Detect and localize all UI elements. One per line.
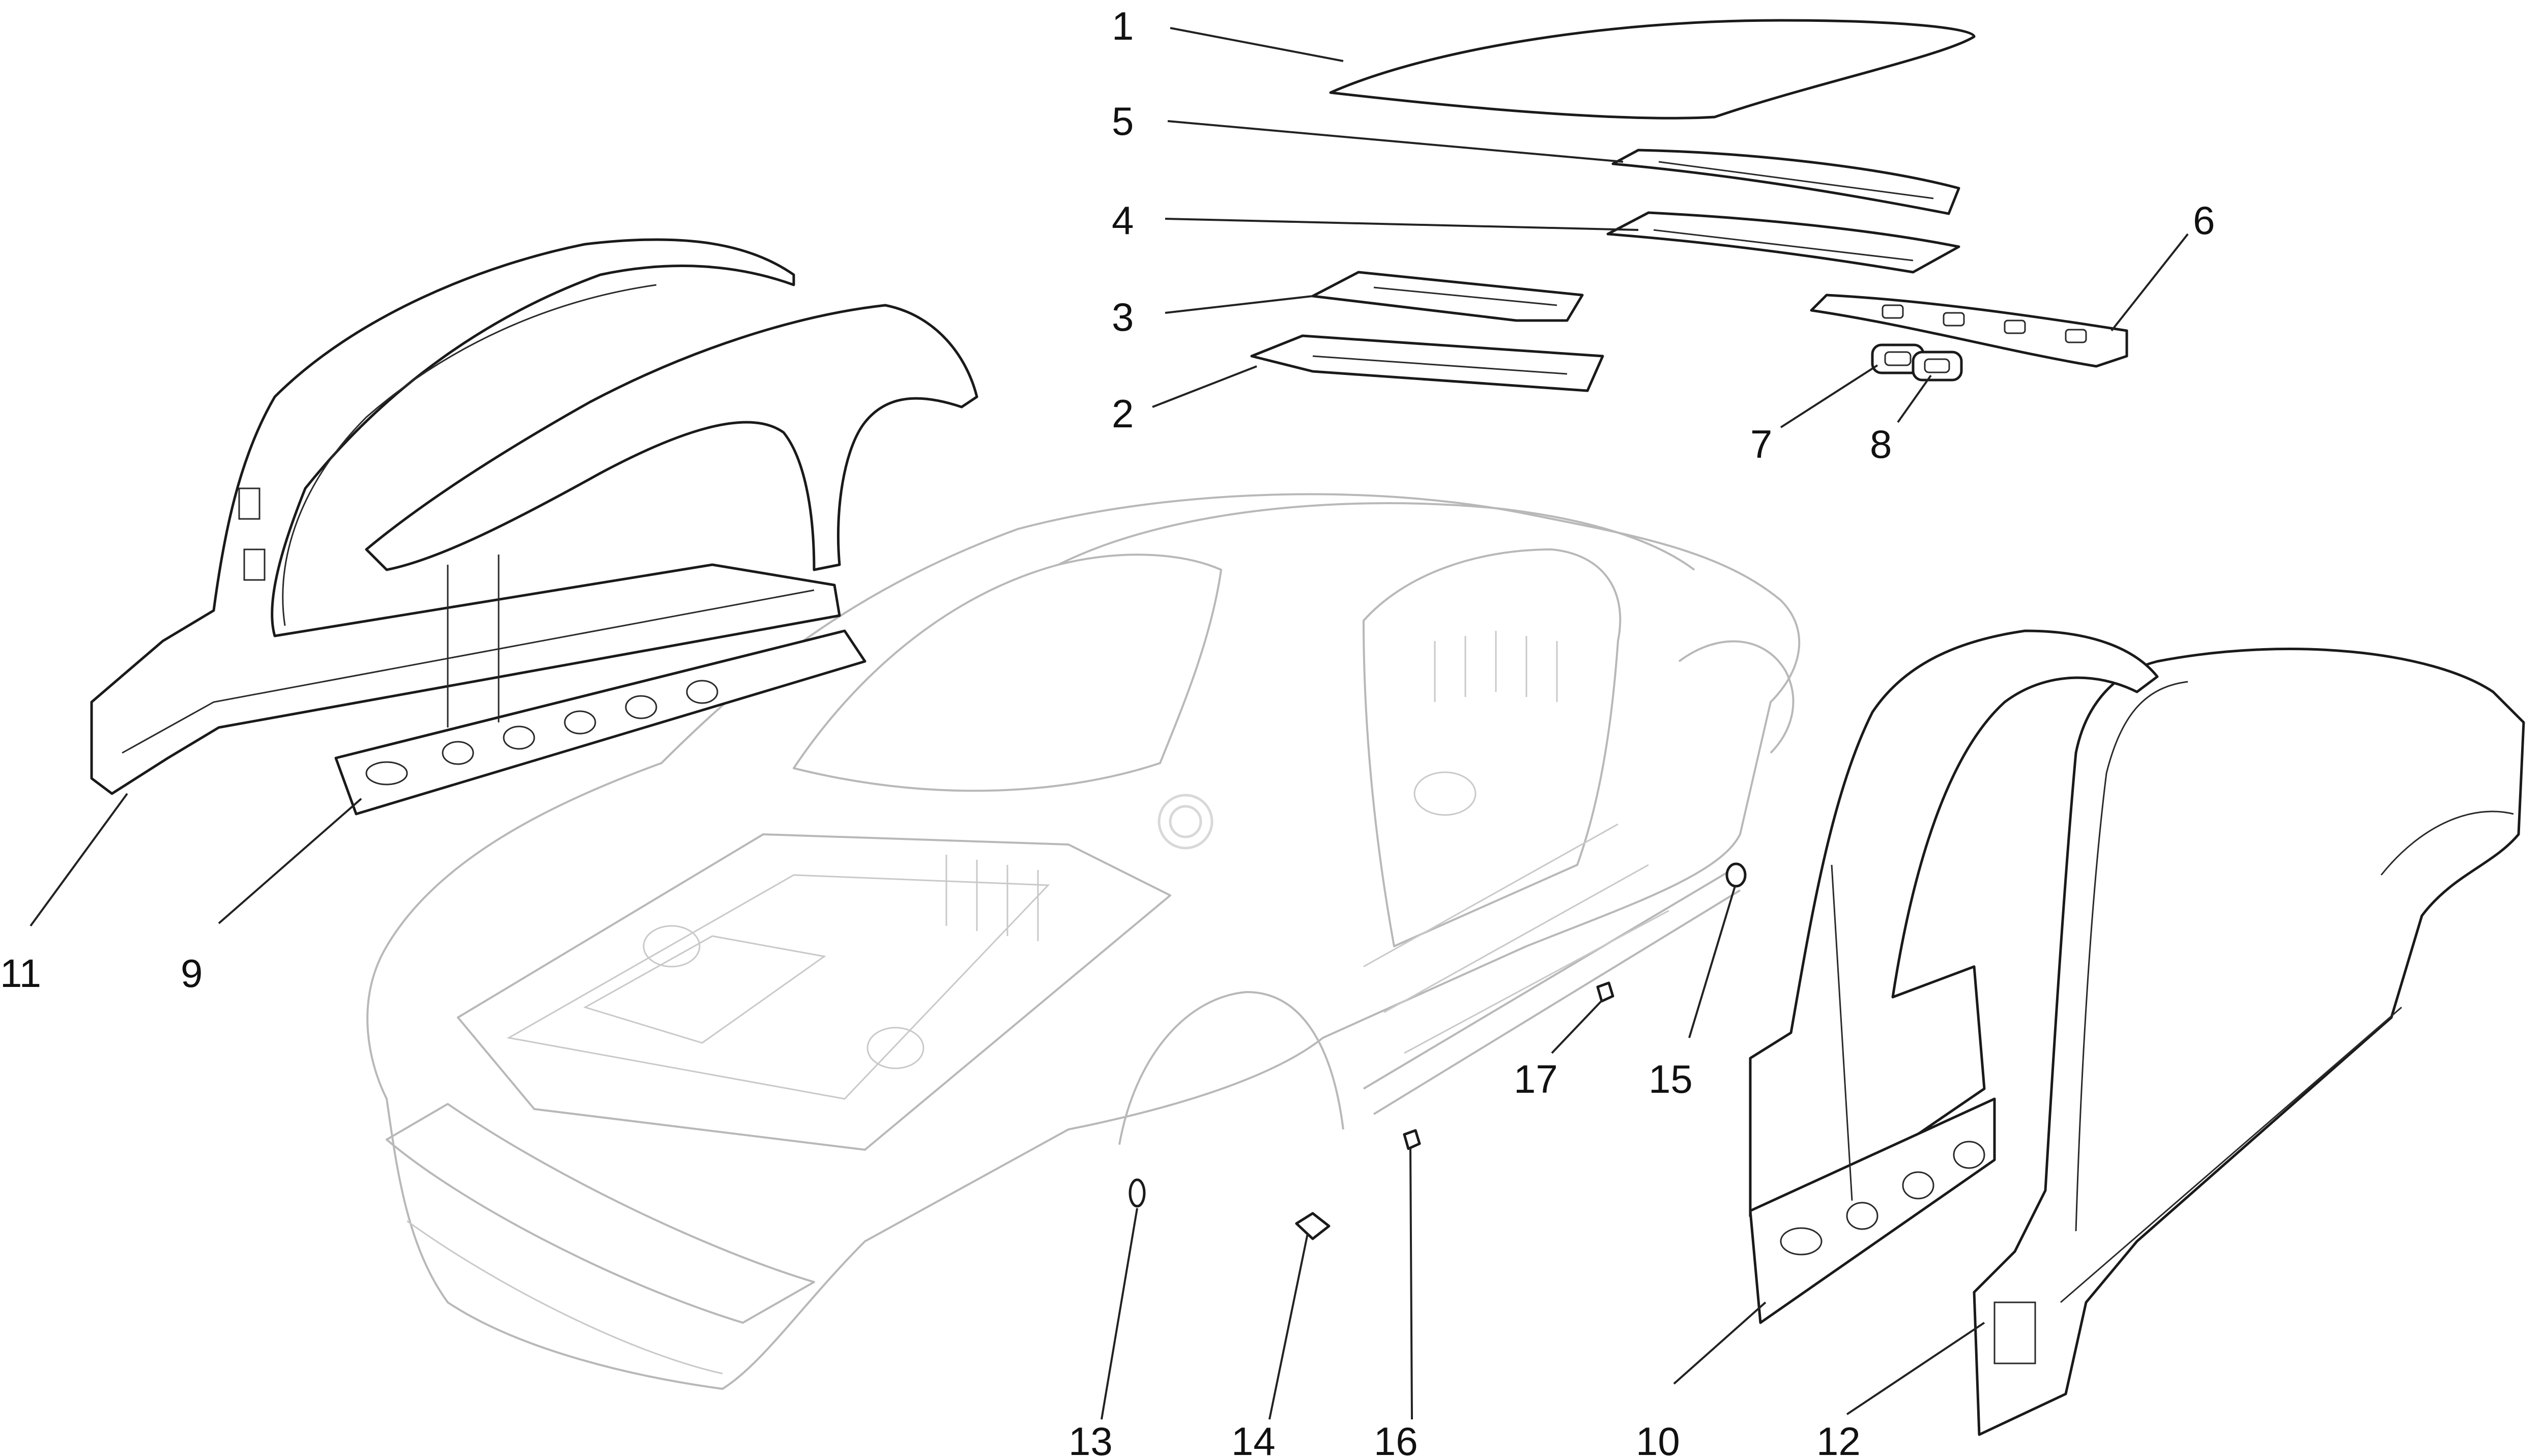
callout-10: 10 <box>1636 1419 1680 1456</box>
callout-11: 11 <box>0 951 41 996</box>
callout-14: 14 <box>1231 1419 1276 1456</box>
leader-lines <box>30 27 2189 1420</box>
part-4-roof-bow-rear <box>1606 211 1960 274</box>
callout-13: 13 <box>1068 1419 1113 1456</box>
part-14-grommet <box>1295 1212 1331 1240</box>
part-17-clip <box>1596 981 1614 1003</box>
part-11-left-body-side <box>90 238 841 795</box>
callout-8: 8 <box>1870 422 1892 467</box>
callout-16: 16 <box>1374 1419 1418 1456</box>
callout-labels: 1 2 3 4 5 6 7 8 9 10 11 12 13 14 16 17 1… <box>0 4 2215 1456</box>
part-3-roof-reinforcement <box>1311 271 1584 322</box>
callout-17: 17 <box>1514 1057 1558 1101</box>
callout-3: 3 <box>1112 295 1134 339</box>
part-5-roof-bow-front <box>1611 149 1960 215</box>
part-9-left-inner-side <box>334 304 978 816</box>
part-12-right-body-side <box>1973 648 2525 1436</box>
part-15-plug <box>1725 862 1747 888</box>
callout-15: 15 <box>1649 1057 1693 1101</box>
part-10-right-inner-side <box>1749 629 2159 1324</box>
part-2-roof-crossmember <box>1250 334 1604 392</box>
callout-9: 9 <box>181 951 203 996</box>
watermark-logo <box>1158 794 1213 850</box>
part-6-rear-frame-member <box>1810 294 2128 368</box>
callout-1: 1 <box>1112 4 1134 48</box>
car-body-shell <box>366 493 1801 1390</box>
callout-2: 2 <box>1112 391 1134 436</box>
part-16-clip <box>1403 1129 1421 1150</box>
part-13-plug <box>1129 1178 1146 1208</box>
callout-5: 5 <box>1112 99 1134 143</box>
part-8-bracket <box>1912 351 1963 382</box>
callout-12: 12 <box>1816 1419 1861 1456</box>
part-1-roof-panel <box>1329 19 1976 120</box>
callout-4: 4 <box>1112 198 1134 243</box>
callout-6: 6 <box>2193 198 2215 243</box>
callout-7: 7 <box>1750 422 1772 467</box>
